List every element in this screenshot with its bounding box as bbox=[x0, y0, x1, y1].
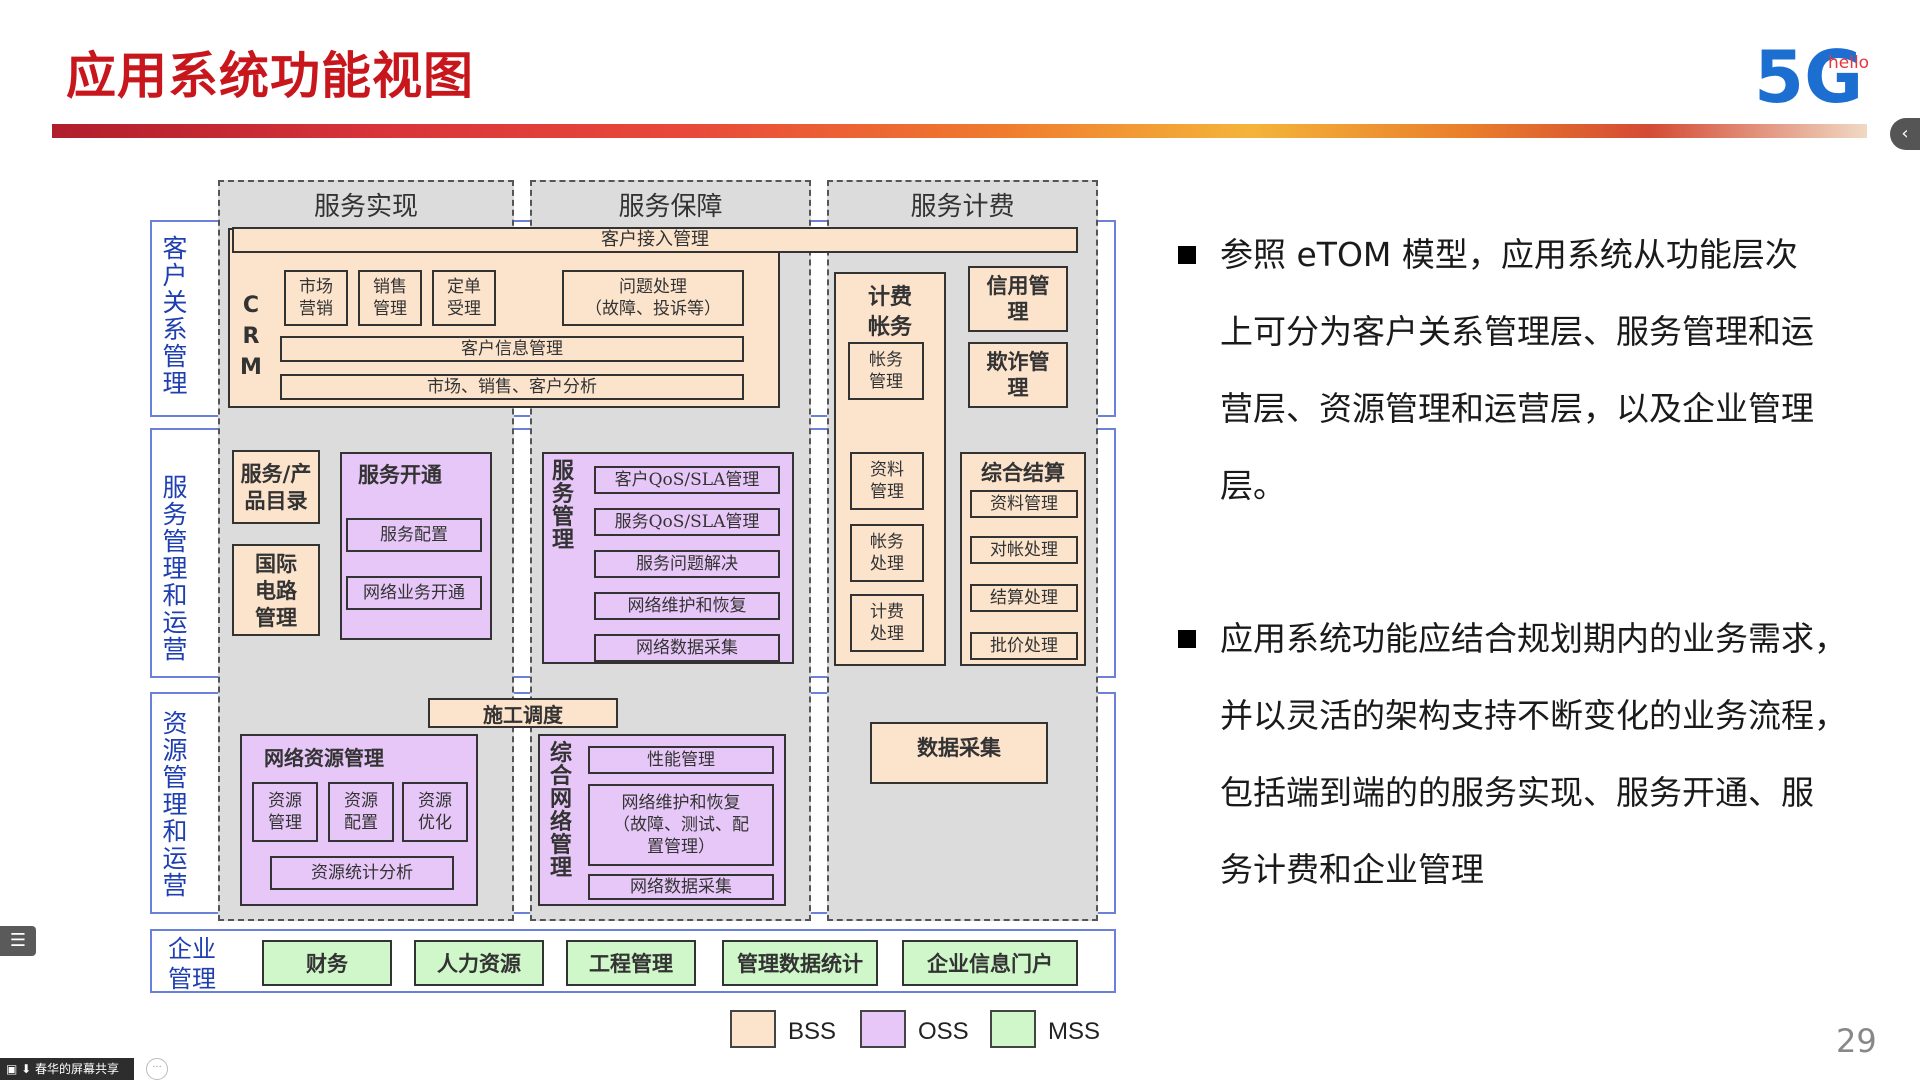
billing-charge-proc: 计费处理 bbox=[850, 594, 924, 652]
column-header-fulfillment: 服务实现 bbox=[313, 192, 418, 222]
service-qos-sla: 服务QoS/SLA管理 bbox=[594, 508, 780, 536]
panel-collapse-chevron-icon[interactable]: ‹ bbox=[1890, 118, 1920, 150]
slide-title: 应用系统功能视图 bbox=[66, 47, 474, 105]
enterprise-hr: 人力资源 bbox=[414, 940, 544, 986]
resource-mgmt: 资源管理 bbox=[252, 782, 318, 842]
customer-qos-sla: 客户QoS/SLA管理 bbox=[594, 466, 780, 494]
service-mgmt-label: 服务管理 bbox=[551, 458, 574, 553]
resource-config: 资源配置 bbox=[328, 782, 394, 842]
legend-swatch-bss bbox=[730, 1010, 776, 1048]
enterprise-mgmt-stats: 管理数据统计 bbox=[722, 940, 878, 986]
network-provision: 网络业务开通 bbox=[346, 576, 482, 610]
settlement-rating: 批价处理 bbox=[970, 632, 1078, 660]
network-maintenance: 网络维护和恢复 bbox=[594, 592, 780, 620]
billing-account-mgmt: 帐务管理 bbox=[848, 342, 924, 400]
screen-share-icon: ▣ ⬇ bbox=[6, 1062, 36, 1076]
billing-data-collection: 数据采集 bbox=[870, 722, 1048, 784]
legend-swatch-oss bbox=[860, 1010, 906, 1048]
legend-label-oss: OSS bbox=[918, 1018, 969, 1045]
layer-label-resource-ops: 资源管理和运营 bbox=[162, 709, 188, 900]
billing-data-mgmt: 资料管理 bbox=[850, 452, 924, 510]
layer-label-crm: 客户关系管理 bbox=[162, 234, 188, 398]
page-number: 29 bbox=[1836, 1022, 1877, 1060]
fraud-mgmt: 欺诈管理 bbox=[968, 342, 1068, 408]
bullet-paragraph: 应用系统功能应结合规划期内的业务需求， 并以灵活的架构支持不断变化的业务流程， … bbox=[1220, 619, 1847, 889]
crm-customer-info: 客户信息管理 bbox=[280, 336, 744, 362]
customer-access-bar: 客户接入管理 bbox=[232, 227, 1078, 253]
network-resource-title: 网络资源管理 bbox=[264, 745, 384, 770]
resource-stats: 资源统计分析 bbox=[270, 856, 454, 890]
bullet-marker bbox=[1178, 246, 1196, 264]
network-data-collection-res: 网络数据采集 bbox=[588, 874, 774, 900]
layer-label-enterprise: 企业管理 bbox=[168, 935, 216, 993]
resource-optimize: 资源优化 bbox=[402, 782, 468, 842]
legend-label-bss: BSS bbox=[788, 1018, 837, 1045]
legend-label-mss: MSS bbox=[1048, 1018, 1101, 1045]
crm-order: 定单受理 bbox=[432, 270, 496, 326]
settlement-data-mgmt: 资料管理 bbox=[970, 490, 1078, 518]
enterprise-finance: 财务 bbox=[262, 940, 392, 986]
network-data-collection-svc: 网络数据采集 bbox=[594, 634, 780, 662]
settlement-process: 结算处理 bbox=[970, 584, 1078, 612]
screen-share-badge[interactable]: ▣ ⬇ 春华的屏幕共享 bbox=[0, 1058, 134, 1080]
outline-list-icon[interactable]: ☰ bbox=[0, 926, 36, 956]
header-gradient-band bbox=[52, 124, 1867, 138]
performance-mgmt: 性能管理 bbox=[588, 746, 774, 774]
service-config: 服务配置 bbox=[346, 518, 482, 552]
legend-swatch-mss bbox=[990, 1010, 1036, 1048]
settlement-reconcile: 对帐处理 bbox=[970, 536, 1078, 564]
crm-market: 市场营销 bbox=[284, 270, 348, 326]
service-product-catalog: 服务/产品目录 bbox=[232, 450, 320, 524]
service-problem-resolution: 服务问题解决 bbox=[594, 550, 780, 578]
crm-issue-handling: 问题处理（故障、投诉等） bbox=[562, 270, 744, 326]
enterprise-engineering: 工程管理 bbox=[566, 940, 696, 986]
column-header-billing: 服务计费 bbox=[910, 192, 1015, 222]
svg-text:5G: 5G bbox=[1754, 35, 1863, 119]
more-options-icon[interactable]: ··· bbox=[146, 1058, 168, 1080]
credit-mgmt: 信用管理 bbox=[968, 266, 1068, 332]
settlement-title: 综合结算 bbox=[981, 460, 1065, 485]
billing-account-proc: 帐务处理 bbox=[850, 524, 924, 582]
5g-logo-icon: 5G hello bbox=[1754, 35, 1869, 119]
crm-analysis: 市场、销售、客户分析 bbox=[280, 374, 744, 400]
network-maint-restore: 网络维护和恢复（故障、测试、配置管理） bbox=[588, 784, 774, 866]
provisioning-title: 服务开通 bbox=[358, 462, 442, 487]
intl-circuit-mgmt: 国际电路管理 bbox=[232, 544, 320, 636]
construction-scheduling: 施工调度 bbox=[428, 698, 618, 728]
svg-text:hello: hello bbox=[1828, 53, 1869, 73]
enterprise-portal: 企业信息门户 bbox=[902, 940, 1078, 986]
crm-sales: 销售管理 bbox=[358, 270, 422, 326]
column-header-assurance: 服务保障 bbox=[618, 192, 723, 222]
layer-label-service-ops: 服务管理和运营 bbox=[162, 473, 188, 664]
5g-hello-logo: 5G hello bbox=[1752, 30, 1872, 120]
bullet-paragraph: 参照 eTOM 模型，应用系统从功能层次 上可分为客户关系管理层、服务管理和运 … bbox=[1220, 235, 1814, 505]
bullet-marker bbox=[1178, 630, 1196, 648]
screen-share-label: 春华的屏幕共享 bbox=[35, 1062, 120, 1076]
billing-account-title: 计费帐务 bbox=[867, 284, 912, 340]
integrated-network-label: 综合网络管理 bbox=[549, 740, 572, 881]
